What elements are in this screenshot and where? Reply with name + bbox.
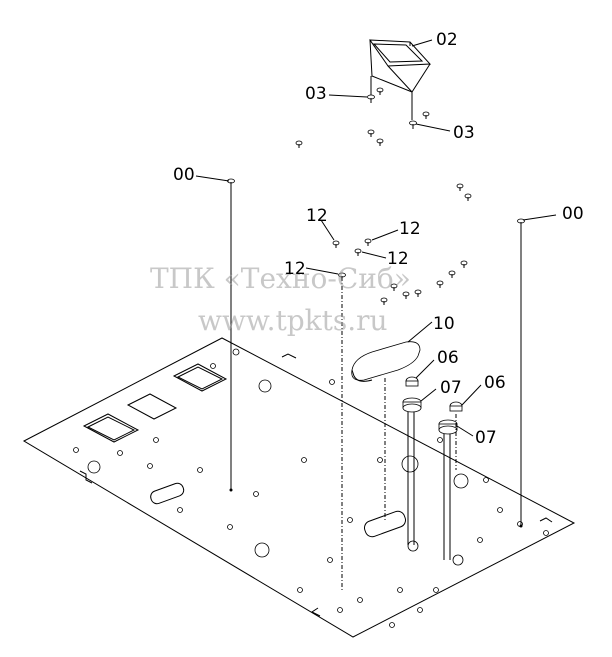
plate-cutouts <box>82 363 406 538</box>
knob-assembly-left <box>402 376 422 545</box>
small-bolts <box>227 87 525 305</box>
callout-03-left: 03 <box>305 84 327 104</box>
watermark-line-2: www.tpkts.ru <box>198 304 388 337</box>
floor-plate <box>22 337 576 638</box>
callout-10: 10 <box>433 314 455 334</box>
part-10-pad <box>351 341 421 520</box>
watermark-line-1: ТПК «Техно-Сиб» <box>150 262 411 295</box>
leader-lines <box>195 39 557 437</box>
callout-00-right: 00 <box>562 204 584 224</box>
callout-00-left: 00 <box>173 165 195 185</box>
callout-07-bottom: 07 <box>475 428 497 448</box>
callout-03-right: 03 <box>453 123 475 143</box>
callout-06-top: 06 <box>437 348 459 368</box>
long-bolts-00 <box>229 183 523 590</box>
callout-12-a: 12 <box>306 206 328 226</box>
watermark: ТПК «Техно-Сиб» www.tpkts.ru <box>150 262 411 337</box>
callout-12-c: 12 <box>387 249 409 269</box>
callout-06-right: 06 <box>484 373 506 393</box>
plate-holes <box>73 348 549 628</box>
part-02-tray <box>369 39 432 120</box>
callout-12-d: 12 <box>284 259 306 279</box>
knob-assembly-right <box>438 401 463 560</box>
callout-07-top: 07 <box>440 378 462 398</box>
callout-02: 02 <box>436 30 458 50</box>
callout-labels: 00 00 02 03 03 12 12 12 12 10 06 07 06 0… <box>173 30 584 448</box>
callout-12-b: 12 <box>399 219 421 239</box>
